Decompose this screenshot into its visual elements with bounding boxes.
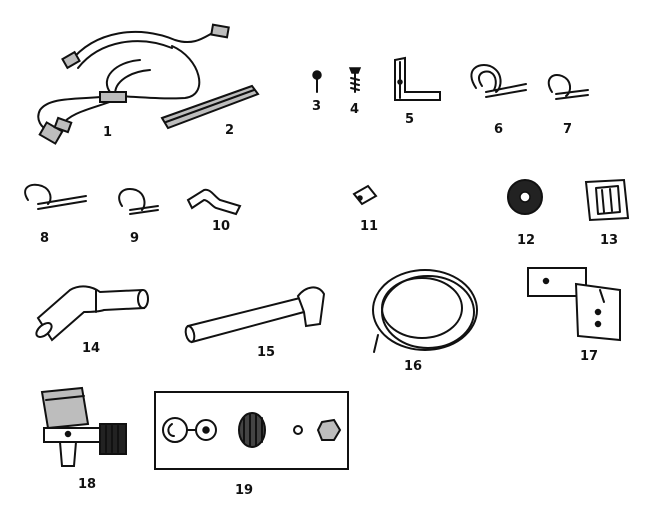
- part-9-clamp: 9: [118, 188, 159, 246]
- part-3-label: 3: [312, 99, 321, 114]
- part-13-gasket: 13: [584, 178, 630, 248]
- part-18-water-valve: 18: [40, 386, 127, 492]
- part-12-label: 12: [517, 233, 535, 248]
- part-2-label: 2: [225, 123, 234, 138]
- part-1-label: 1: [103, 125, 112, 140]
- part-9-label: 9: [130, 231, 139, 246]
- part-16-tubing-coil: 16: [372, 269, 478, 374]
- part-1-wire-harness: 1: [37, 23, 230, 145]
- part-4-screw: 4: [348, 67, 362, 117]
- part-7-label: 7: [563, 122, 572, 137]
- part-5-angle-bracket: 5: [394, 56, 441, 127]
- part-16-label: 16: [404, 359, 422, 374]
- part-15-label: 15: [257, 345, 275, 360]
- part-10-strap-clip: 10: [186, 188, 242, 234]
- part-6-label: 6: [494, 122, 503, 137]
- part-14-elbow-tube: 14: [35, 285, 149, 356]
- part-18-label: 18: [78, 477, 96, 492]
- part-8-label: 8: [40, 231, 49, 246]
- part-2-foam-strip: 2: [160, 84, 260, 138]
- part-17-label: 17: [580, 349, 598, 364]
- part-11-connector: 11: [352, 184, 378, 234]
- part-19-fittings-kit: 19: [154, 391, 349, 498]
- part-10-label: 10: [212, 219, 230, 234]
- part-6-cable-clamp: 6: [470, 64, 527, 137]
- part-4-label: 4: [350, 102, 359, 117]
- part-19-label: 19: [235, 483, 253, 498]
- part-11-label: 11: [360, 219, 378, 234]
- part-12-grommet: 12: [507, 179, 543, 248]
- part-3-screw: 3: [312, 70, 322, 114]
- part-15-tube: 15: [184, 286, 326, 360]
- part-13-label: 13: [600, 233, 618, 248]
- part-5-label: 5: [405, 112, 414, 127]
- part-17-mounting-bracket: 17: [527, 267, 621, 364]
- part-7-cable-clamp: 7: [547, 74, 589, 137]
- part-14-label: 14: [82, 341, 100, 356]
- part-8-clamp: 8: [24, 183, 87, 246]
